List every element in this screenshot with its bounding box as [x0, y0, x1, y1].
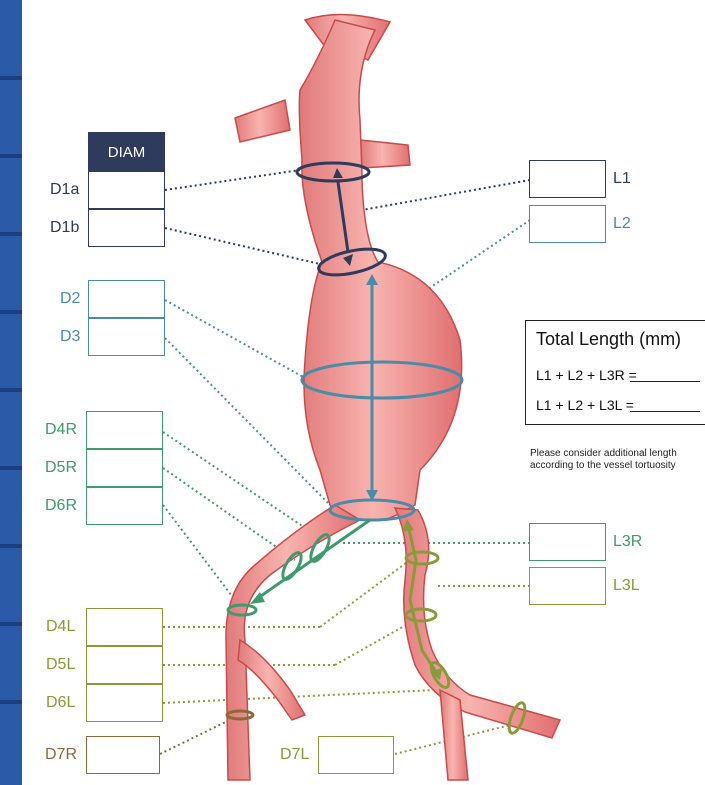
d4l-label: D4L	[46, 618, 75, 636]
d6l-label: D6L	[46, 694, 75, 712]
l2-box[interactable]	[529, 205, 606, 243]
l1-box[interactable]	[529, 160, 606, 198]
d7l-label: D7L	[280, 746, 309, 764]
formula-right: L1 + L2 + L3R =	[536, 367, 637, 383]
diameter-column-header: DIAM	[88, 132, 165, 172]
total-length-title: Total Length (mm)	[536, 329, 681, 350]
d6r-box[interactable]	[86, 487, 163, 525]
d3-label: D3	[60, 328, 80, 346]
d6r-label: D6R	[45, 497, 77, 515]
d2-label: D2	[60, 290, 80, 308]
d5l-box[interactable]	[86, 646, 163, 684]
formula-left: L1 + L2 + L3L =	[536, 397, 634, 413]
d7r-box[interactable]	[86, 736, 160, 774]
l3l-box[interactable]	[529, 567, 606, 605]
d5l-label: D5L	[46, 656, 75, 674]
d6l-box[interactable]	[86, 684, 163, 722]
d1b-label: D1b	[50, 219, 79, 237]
l2-label: L2	[613, 215, 631, 233]
total-length-box: Total Length (mm) L1 + L2 + L3R = L1 + L…	[525, 320, 705, 425]
d1a-box[interactable]	[88, 171, 165, 209]
l3l-label: L3L	[613, 577, 640, 595]
formula-right-blank[interactable]	[630, 381, 700, 382]
l3r-label: L3R	[613, 533, 642, 551]
d3-box[interactable]	[88, 318, 165, 356]
d7r-label: D7R	[45, 746, 77, 764]
l3r-box[interactable]	[529, 523, 606, 561]
d5r-box[interactable]	[86, 449, 163, 487]
l1-label: L1	[613, 170, 631, 188]
formula-left-blank[interactable]	[630, 411, 700, 412]
tortuosity-note: Please consider additional length accord…	[530, 448, 705, 472]
d1a-label: D1a	[50, 181, 79, 199]
d1b-box[interactable]	[88, 209, 165, 247]
d4r-box[interactable]	[86, 411, 163, 449]
d4r-label: D4R	[45, 421, 77, 439]
d2-box[interactable]	[88, 280, 165, 318]
d4l-box[interactable]	[86, 608, 163, 646]
d7l-box[interactable]	[318, 736, 394, 774]
d5r-label: D5R	[45, 459, 77, 477]
